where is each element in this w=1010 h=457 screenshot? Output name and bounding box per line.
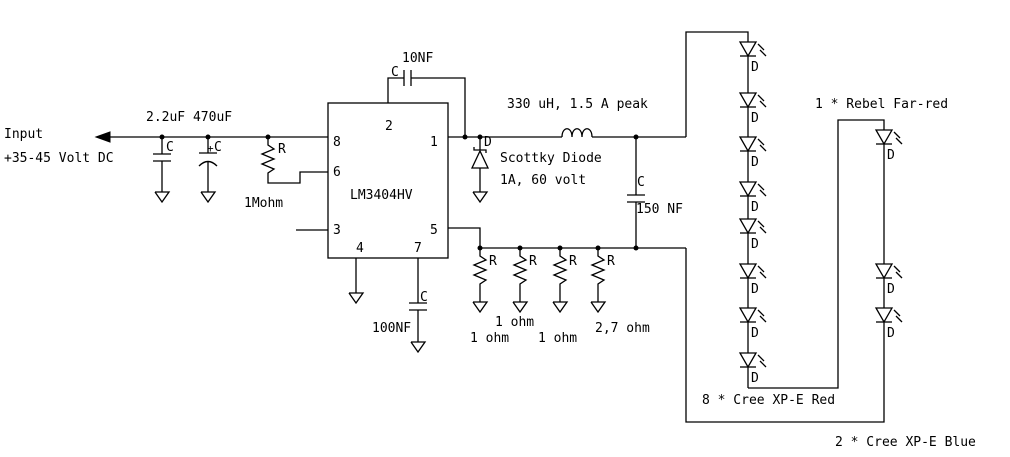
- sense-resistor-4: [590, 248, 607, 314]
- led-ref: D: [751, 200, 759, 215]
- led-red-4: D: [738, 181, 767, 219]
- input-label-line2: +35-45 Volt DC: [4, 151, 114, 166]
- led-ref: D: [751, 371, 759, 386]
- ic-name: LM3404HV: [350, 188, 413, 203]
- ic-pin-3: 3: [333, 223, 341, 238]
- ic-pin-5: 5: [430, 223, 438, 238]
- led-ref: D: [751, 326, 759, 341]
- red-chain-label: 8 * Cree XP-E Red: [702, 393, 835, 408]
- led-blue-2: D: [874, 307, 903, 341]
- sense-resistor-1: [472, 248, 489, 314]
- led-red-6: D: [738, 263, 767, 308]
- sense-r-ref-2: R: [529, 254, 537, 269]
- ic-pin-8: 8: [333, 135, 341, 150]
- inductor-label: 330 uH, 1.5 A peak: [507, 97, 648, 112]
- led-ref: D: [751, 60, 759, 75]
- sense-r-value-2: 1 ohm: [495, 315, 534, 330]
- input-cap-ref-1: C: [166, 140, 174, 155]
- cap-value-bottom: 100NF: [372, 321, 411, 336]
- sense-r-value-1: 1 ohm: [470, 331, 509, 346]
- led-blue-1: D: [874, 263, 903, 308]
- input-capacitor-2u2: [153, 137, 171, 204]
- resistor-ref-1: R: [278, 142, 286, 157]
- sense-r-value-3: 1 ohm: [538, 331, 577, 346]
- input-terminal: [94, 131, 111, 143]
- cap-ref-out: C: [637, 175, 645, 190]
- sense-resistor-2: [512, 248, 529, 314]
- led-ref: D: [887, 326, 895, 341]
- ic-pin-7: 7: [414, 241, 422, 256]
- capacitor-100nf: [409, 258, 427, 354]
- input-capacitor-470u: [198, 137, 218, 204]
- schottky-ref: D: [484, 135, 492, 150]
- red-led-chain: D D D D D D D D: [738, 41, 767, 386]
- sense-r-ref-4: R: [607, 254, 615, 269]
- resistor-1mohm: [260, 137, 328, 184]
- input-cap-values: 2.2uF 470uF: [146, 110, 232, 125]
- cap-value-out: 150 NF: [636, 202, 683, 217]
- led-red-1: D: [738, 41, 767, 93]
- farred-label: 1 * Rebel Far-red: [815, 97, 948, 112]
- schottky-label-1: Scottky Diode: [500, 151, 602, 166]
- inductor-330uh: [561, 128, 686, 138]
- schottky-label-2: 1A, 60 volt: [500, 173, 586, 188]
- cap-ref-bottom: C: [420, 290, 428, 305]
- resistor-value-1: 1Mohm: [244, 196, 283, 211]
- led-farred: D: [874, 129, 903, 264]
- led-ref: D: [887, 148, 895, 163]
- ic-pin-4: 4: [356, 241, 364, 256]
- led-ref: D: [751, 111, 759, 126]
- sense-r-ref-1: R: [489, 254, 497, 269]
- cap-value-top: 10NF: [402, 51, 433, 66]
- led-red-2: D: [738, 92, 767, 137]
- sense-r-ref-3: R: [569, 254, 577, 269]
- ic-pin-2: 2: [385, 119, 393, 134]
- capacitor-150nf: [627, 137, 645, 248]
- capacitor-10nf: [387, 70, 466, 137]
- input-label-line1: Input: [4, 127, 43, 142]
- input-cap-polarity: +: [207, 142, 214, 155]
- sense-r-value-4: 2,7 ohm: [595, 321, 650, 336]
- ic-pin-6: 6: [333, 165, 341, 180]
- ic-pin-1: 1: [430, 135, 438, 150]
- led-red-3: D: [738, 136, 767, 182]
- cap-ref-top: C: [391, 65, 399, 80]
- farred-blue-led-chain: D D D: [874, 129, 903, 341]
- sense-resistor-3: [552, 248, 569, 314]
- led-ref: D: [751, 237, 759, 252]
- ground-pin4: [348, 258, 365, 305]
- led-ref: D: [751, 282, 759, 297]
- led-red-7: D: [738, 307, 767, 353]
- led-red-5: D: [738, 218, 767, 264]
- input-cap-ref-2: C: [214, 140, 222, 155]
- blue-label: 2 * Cree XP-E Blue: [835, 435, 976, 450]
- schottky-diode: [470, 137, 490, 204]
- led-ref: D: [887, 282, 895, 297]
- led-red-8: D: [738, 352, 767, 386]
- led-ref: D: [751, 155, 759, 170]
